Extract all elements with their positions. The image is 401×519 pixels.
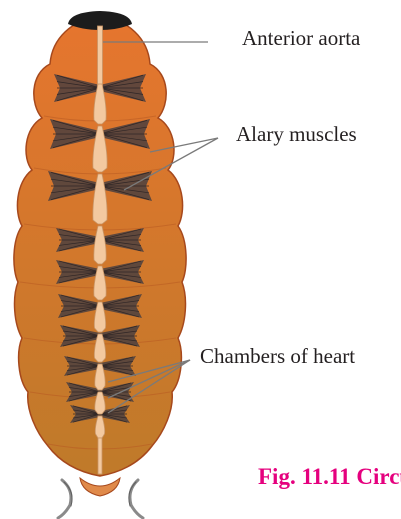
label-alary-muscles: Alary muscles [236,124,357,145]
figure-caption-box: Fig. 11.11 Circulo [258,460,401,494]
figure-caption: Fig. 11.11 Circulo [258,460,401,494]
posterior-heart-end [98,438,102,474]
cercus-left [58,480,71,518]
label-anterior-aorta: Anterior aorta [242,28,360,49]
cercus-right [130,480,143,518]
anterior-aorta [98,26,103,86]
tail-plate [80,478,120,496]
label-chambers-of-heart: Chambers of heart [200,346,355,367]
heart-chamber [95,416,104,438]
